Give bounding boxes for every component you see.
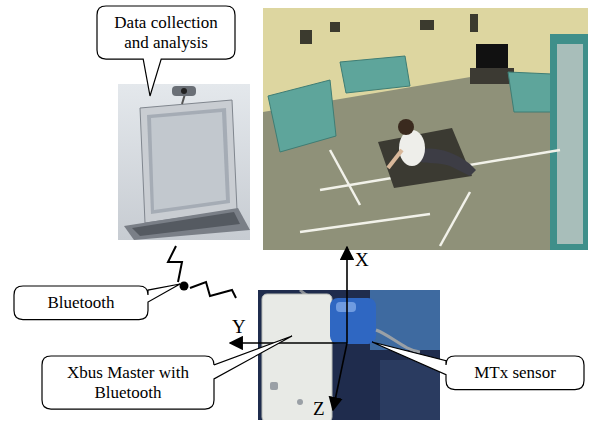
laptop-photo xyxy=(132,212,240,236)
laptop-photo xyxy=(124,208,250,240)
room-photo xyxy=(330,150,360,205)
room-photo xyxy=(418,149,476,176)
callout-text: Bluetooth xyxy=(23,293,139,313)
axes xyxy=(346,247,348,343)
room-photo xyxy=(550,34,588,250)
laptop-photo xyxy=(172,86,196,96)
wireless-link xyxy=(180,282,189,291)
sensor-photo xyxy=(370,290,440,350)
room-photo xyxy=(330,22,340,32)
axes xyxy=(230,342,347,344)
axes xyxy=(333,343,347,410)
laptop-photo xyxy=(181,88,187,94)
sensor-photo xyxy=(330,298,376,344)
axis-label: X xyxy=(355,250,369,269)
axes xyxy=(230,247,347,410)
sensor-photo xyxy=(336,302,356,312)
callout-text: Xbus Master with Bluetooth xyxy=(51,363,205,402)
room-photo xyxy=(420,20,434,30)
callout-outline xyxy=(372,342,584,390)
room-photo xyxy=(340,56,410,93)
callout-box: Bluetooth xyxy=(14,286,148,320)
room-photo xyxy=(263,8,588,250)
callout-text: Data collection and analysis xyxy=(106,13,226,52)
room-photo xyxy=(399,130,425,166)
room-photo xyxy=(268,80,336,152)
room-photo xyxy=(476,44,508,68)
sensor-photo xyxy=(270,382,278,390)
callout-outline xyxy=(42,336,292,409)
callout-outline xyxy=(14,284,180,320)
room-photo xyxy=(300,30,312,44)
wireless-link xyxy=(190,282,236,298)
laptop-photo xyxy=(118,84,250,240)
room-photo xyxy=(300,214,430,232)
callout-box: Data collection and analysis xyxy=(97,6,235,59)
callout-box: MTx sensor xyxy=(446,356,584,390)
room-photo xyxy=(263,72,588,250)
room-photo xyxy=(398,119,414,135)
room-photo xyxy=(470,68,514,84)
sensor-photo xyxy=(380,360,440,420)
laptop-photo xyxy=(147,108,230,214)
wireless-link xyxy=(168,246,182,282)
callout-outline xyxy=(97,6,235,96)
callout-text: MTx sensor xyxy=(455,363,575,383)
room-photo xyxy=(557,44,583,244)
axis-label: Y xyxy=(232,317,246,336)
room-photo xyxy=(508,72,552,112)
laptop-photo xyxy=(151,112,226,210)
laptop-photo xyxy=(118,84,250,240)
sensor-photo xyxy=(262,294,332,420)
room-photo xyxy=(440,192,470,246)
room-photo xyxy=(388,150,402,168)
laptop-photo xyxy=(140,100,237,223)
axis-label: Z xyxy=(313,399,325,418)
wireless-link xyxy=(168,246,236,298)
sensor-photo xyxy=(297,399,303,405)
callout-box: Xbus Master with Bluetooth xyxy=(42,356,214,409)
room-photo xyxy=(263,8,588,250)
room-photo xyxy=(470,14,478,32)
